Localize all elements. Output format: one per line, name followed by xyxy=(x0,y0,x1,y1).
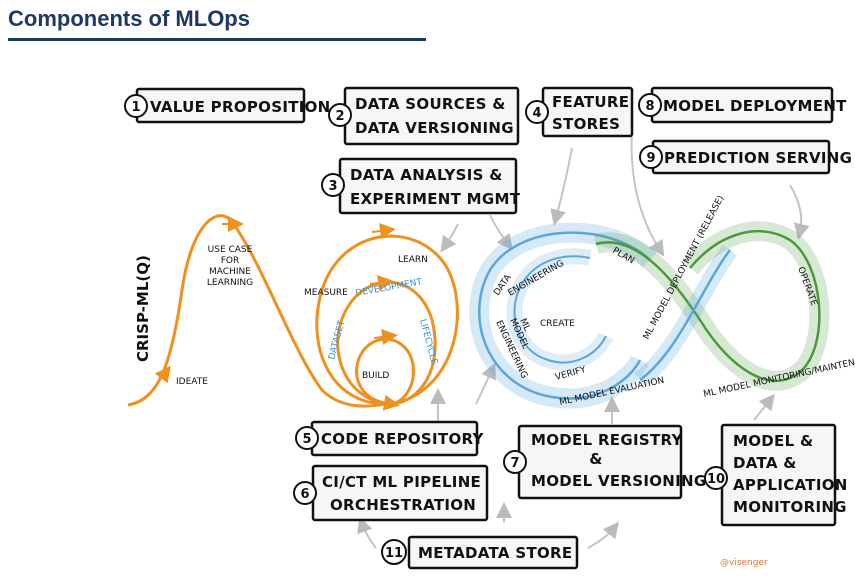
crisp-ml-curves xyxy=(127,214,459,411)
component-3-line1: DATA ANALYSIS & xyxy=(350,166,503,184)
component-2-line2: DATA VERSIONING xyxy=(355,119,514,137)
use-case-line4: LEARNING xyxy=(207,278,253,288)
arrow-9-to-loop xyxy=(789,184,810,240)
component-box-11: 11 METADATA STORE xyxy=(381,535,579,570)
component-2-number: 2 xyxy=(335,109,344,124)
learn-label: LEARN xyxy=(398,255,428,265)
arrow-6-to-loop xyxy=(475,362,496,405)
component-7-line3: MODEL VERSIONING xyxy=(531,472,707,490)
component-5-label: CODE REPOSITORY xyxy=(321,430,485,448)
use-case-line2: FOR xyxy=(221,256,240,266)
component-box-2: 2 DATA SOURCES & DATA VERSIONING xyxy=(328,86,520,146)
component-6-number: 6 xyxy=(300,487,309,502)
arrow-4-to-loop xyxy=(550,147,573,226)
component-11-label: METADATA STORE xyxy=(418,544,572,562)
component-7-line2: & xyxy=(589,450,602,468)
component-6-line1: CI/CT ML PIPELINE xyxy=(322,473,481,491)
arrow-11-to-10 xyxy=(587,521,619,549)
component-4-line1: FEATURE xyxy=(552,93,629,111)
create-label: CREATE xyxy=(540,319,575,329)
author-credit: @visenger xyxy=(720,558,768,568)
component-1-label: VALUE PROPOSITION xyxy=(150,98,331,116)
component-4-line2: STORES xyxy=(552,115,620,133)
ideate-label: IDEATE xyxy=(176,377,208,387)
use-case-line3: MACHINE xyxy=(209,267,251,277)
component-box-4: 4 FEATURE STORES xyxy=(525,86,634,138)
build-label: BUILD xyxy=(362,371,389,381)
component-10-line4: MONITORING xyxy=(733,498,847,516)
component-3-number: 3 xyxy=(328,179,337,194)
component-5-number: 5 xyxy=(302,432,311,447)
component-box-9: 9 PREDICTION SERVING xyxy=(639,139,852,175)
dataset-label: DATASET xyxy=(327,319,347,361)
component-9-number: 9 xyxy=(646,151,655,166)
middle-loop xyxy=(336,280,437,406)
component-10-line1: MODEL & xyxy=(733,432,813,450)
arrow-8-to-loop xyxy=(630,129,665,257)
component-box-5: 5 CODE REPOSITORY xyxy=(295,420,485,457)
component-8-number: 8 xyxy=(645,99,654,114)
dev-loop xyxy=(469,222,657,409)
arrow-10-to-loop xyxy=(753,393,775,421)
component-3-line2: EXPERIMENT MGMT xyxy=(350,190,521,208)
ml-model-eng-line1: ML xyxy=(517,317,531,333)
component-2-line1: DATA SOURCES & xyxy=(355,95,506,113)
component-10-line2: DATA & xyxy=(733,454,797,472)
component-10-line3: APPLICATION xyxy=(733,476,848,494)
component-10-number: 10 xyxy=(707,472,725,487)
title-underline xyxy=(8,38,426,41)
component-box-6: 6 CI/CT ML PIPELINE ORCHESTRATION xyxy=(293,464,489,522)
component-box-7: 7 MODEL REGISTRY & MODEL VERSIONING xyxy=(503,424,707,500)
arrow-3b-to-loop xyxy=(489,214,513,251)
ops-loop xyxy=(593,221,830,391)
crisp-ml-label: CRISP-ML(Q) xyxy=(134,255,152,362)
component-7-number: 7 xyxy=(510,456,519,471)
arrow-3-to-loop xyxy=(440,223,459,253)
component-6-line2: ORCHESTRATION xyxy=(330,496,476,514)
use-case-line1: USE CASE xyxy=(208,245,253,255)
component-11-number: 11 xyxy=(385,546,403,561)
development-label: DEVELOPMENT xyxy=(355,277,424,299)
component-1-number: 1 xyxy=(131,100,140,115)
measure-label: MEASURE xyxy=(304,288,348,298)
component-9-label: PREDICTION SERVING xyxy=(664,149,852,167)
connector-arrows xyxy=(357,129,810,549)
component-box-8: 8 MODEL DEPLOYMENT xyxy=(638,86,847,124)
component-4-number: 4 xyxy=(532,106,541,121)
component-box-3: 3 DATA ANALYSIS & EXPERIMENT MGMT xyxy=(321,157,521,215)
component-box-1: 1 VALUE PROPOSITION xyxy=(124,87,331,124)
page-title: Components of MLOps xyxy=(8,6,250,31)
component-8-label: MODEL DEPLOYMENT xyxy=(663,97,847,115)
component-box-10: 10 MODEL & DATA & APPLICATION MONITORING xyxy=(704,423,848,527)
component-7-line1: MODEL REGISTRY xyxy=(531,431,684,449)
arrow-11-to-6 xyxy=(357,516,377,549)
